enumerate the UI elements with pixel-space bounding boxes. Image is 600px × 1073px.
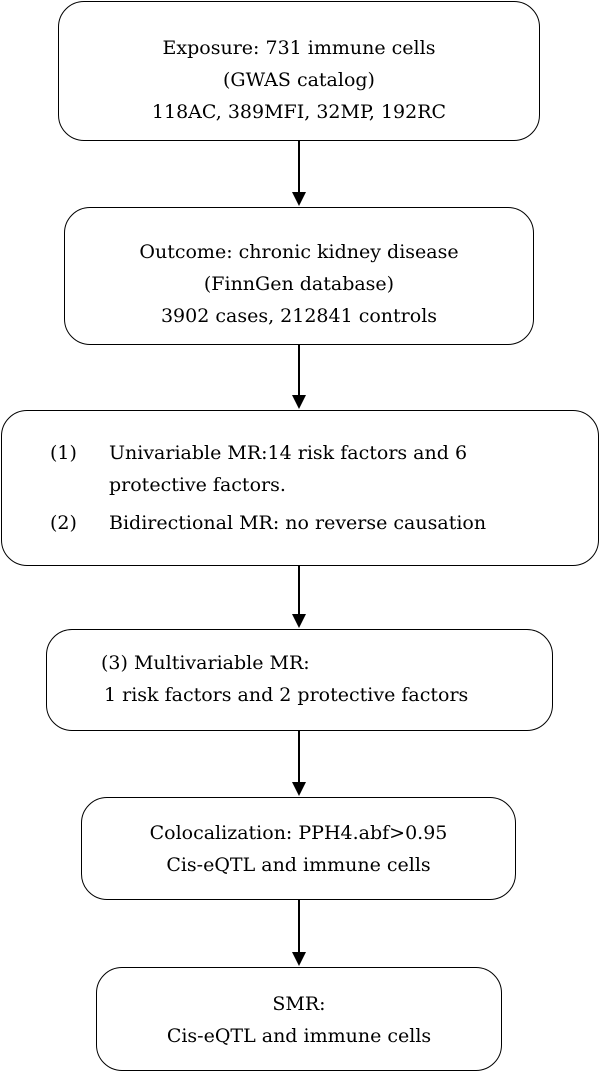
multivariable-result: 1 risk factors and 2 protective factors <box>104 684 469 706</box>
arrow-down-2 <box>292 345 306 409</box>
multivariable-mr-box: (3) Multivariable MR: 1 risk factors and… <box>46 629 553 731</box>
multivariable-title: (3) Multivariable MR: <box>101 652 310 674</box>
outcome-counts: 3902 cases, 212841 controls <box>160 305 438 327</box>
exposure-source: (GWAS catalog) <box>223 69 375 91</box>
arrow-down-1 <box>292 141 306 206</box>
arrow-down-5 <box>292 900 306 966</box>
exposure-box: Exposure: 731 immune cells (GWAS catalog… <box>58 1 540 141</box>
exposure-title: Exposure: 731 immune cells <box>162 37 436 59</box>
outcome-source: (FinnGen database) <box>203 273 395 295</box>
smr-box: SMR: Cis-eQTL and immune cells <box>96 967 502 1071</box>
arrow-down-4 <box>292 731 306 796</box>
item2-text: Bidirectional MR: no reverse causation <box>109 512 487 534</box>
item1-text-line2: protective factors. <box>109 474 286 496</box>
arrow-down-3 <box>292 566 306 628</box>
outcome-title: Outcome: chronic kidney disease <box>139 241 459 263</box>
item1-number: (1) <box>50 442 77 464</box>
smr-title: SMR: <box>272 993 326 1015</box>
smr-detail: Cis-eQTL and immune cells <box>166 1025 432 1047</box>
mr-analysis-box: (1) Univariable MR:14 risk factors and 6… <box>1 410 599 566</box>
item2-number: (2) <box>50 512 77 534</box>
colocalization-box: Colocalization: PPH4.abf>0.95 Cis-eQTL a… <box>81 797 516 900</box>
colocalization-title: Colocalization: PPH4.abf>0.95 <box>149 822 448 844</box>
exposure-counts: 118AC, 389MFI, 32MP, 192RC <box>151 101 447 123</box>
colocalization-detail: Cis-eQTL and immune cells <box>166 854 431 876</box>
item1-text-line1: Univariable MR:14 risk factors and 6 <box>109 442 468 464</box>
outcome-box: Outcome: chronic kidney disease (FinnGen… <box>64 207 534 345</box>
